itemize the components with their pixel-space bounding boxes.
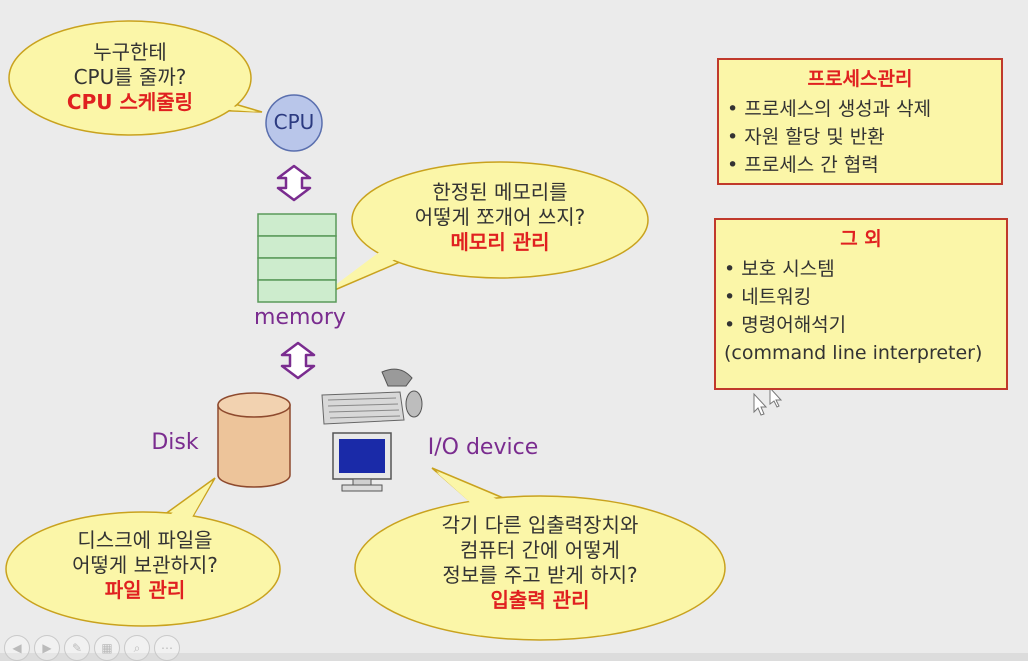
other-functions-box: 그 외 보호 시스템 네트워킹 명령어해석기 (command line int…	[714, 218, 1008, 390]
monitor-icon	[332, 432, 392, 492]
keyboard-icon	[321, 368, 423, 425]
cpu-bubble-line1: 누구한테	[93, 40, 167, 64]
next-icon[interactable]: ▶	[34, 635, 60, 661]
presentation-toolbar: ◀ ▶ ✎ ▦ ⌕ ⋯	[0, 631, 180, 661]
process-item-cooperation: 프로세스 간 협력	[727, 151, 993, 179]
process-item-resource-allocation: 자원 할당 및 반환	[727, 123, 993, 151]
zoom-icon[interactable]: ⌕	[124, 635, 150, 661]
other-functions-title: 그 외	[840, 228, 882, 250]
cpu-speech-bubble	[8, 20, 263, 136]
disk-bubble-line2: 어떻게 보관하지?	[72, 553, 218, 577]
disk-label: Disk	[151, 430, 199, 455]
disk-speech-bubble	[5, 477, 281, 627]
memory-management-title: 메모리 관리	[450, 230, 550, 254]
memory-stack	[257, 213, 337, 303]
other-item-command-interpreter: 명령어해석기	[724, 311, 998, 339]
memory-bubble-text: 한정된 메모리를 어떻게 쪼개어 쓰지? 메모리 관리	[365, 180, 635, 255]
disk-bubble-text: 디스크에 파일을 어떻게 보관하지? 파일 관리	[30, 528, 260, 603]
process-management-box: 프로세스관리 프로세스의 생성과 삭제 자원 할당 및 반환 프로세스 간 협력	[717, 58, 1003, 185]
io-management-title: 입출력 관리	[490, 588, 590, 612]
process-item-create-delete: 프로세스의 생성과 삭제	[727, 95, 993, 123]
io-device-label: I/O device	[427, 435, 539, 460]
process-management-list: 프로세스의 생성과 삭제 자원 할당 및 반환 프로세스 간 협력	[727, 95, 993, 179]
cpu-label: CPU	[273, 110, 315, 134]
more-icon[interactable]: ⋯	[154, 635, 180, 661]
cpu-scheduling-title: CPU 스케줄링	[66, 90, 194, 114]
other-item-protection: 보호 시스템	[724, 255, 998, 283]
io-bubble-line2: 컴퓨터 간에 어떻게	[460, 538, 620, 562]
disk-bubble-line1: 디스크에 파일을	[77, 528, 213, 552]
process-management-title: 프로세스관리	[807, 68, 913, 90]
memory-io-arrow	[280, 341, 316, 380]
disk-cylinder	[217, 392, 291, 488]
pen-icon[interactable]: ✎	[64, 635, 90, 661]
command-line-interpreter-note: (command line interpreter)	[724, 342, 983, 364]
io-bubble-text: 각기 다른 입출력장치와 컴퓨터 간에 어떻게 정보를 주고 받게 하지? 입출…	[380, 513, 700, 613]
file-management-title: 파일 관리	[104, 578, 186, 602]
memory-label: memory	[254, 305, 346, 330]
cpu-circle	[265, 94, 323, 152]
memory-bubble-line2: 어떻게 쪼개어 쓰지?	[414, 205, 586, 229]
slides-icon[interactable]: ▦	[94, 635, 120, 661]
io-bubble-line3: 정보를 주고 받게 하지?	[442, 563, 638, 587]
prev-icon[interactable]: ◀	[4, 635, 30, 661]
io-speech-bubble	[354, 467, 726, 641]
cpu-memory-arrow	[276, 164, 312, 202]
memory-speech-bubble	[322, 161, 649, 296]
other-functions-list: 보호 시스템 네트워킹 명령어해석기	[724, 255, 998, 339]
other-item-networking: 네트워킹	[724, 283, 998, 311]
memory-bubble-line1: 한정된 메모리를	[432, 180, 568, 204]
cpu-bubble-line2: CPU를 줄까?	[73, 65, 187, 89]
mouse-cursor-icon	[753, 386, 783, 416]
io-bubble-line1: 각기 다른 입출력장치와	[441, 513, 639, 537]
cpu-bubble-text: 누구한테 CPU를 줄까? CPU 스케줄링	[30, 40, 230, 115]
